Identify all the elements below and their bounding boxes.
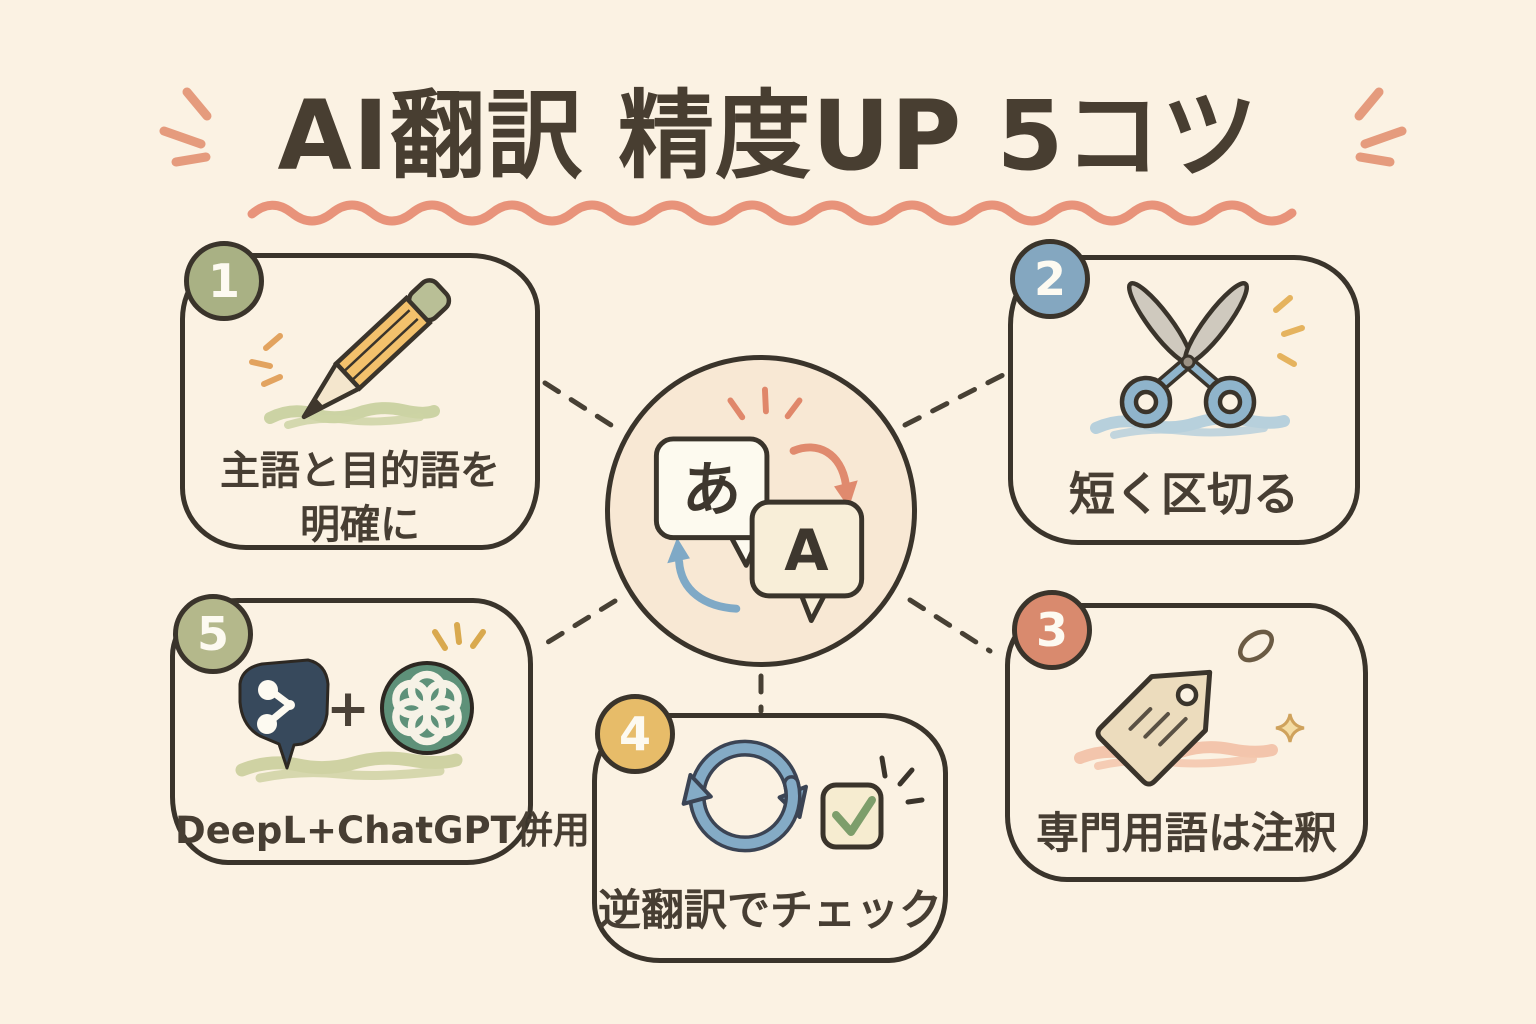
target-character: A bbox=[784, 518, 829, 584]
deepl-plus-chatgpt-icon: + bbox=[235, 622, 486, 783]
tag-string-loop bbox=[1238, 629, 1274, 663]
scissors-pivot-screw bbox=[1180, 354, 1196, 370]
translation-bubbles-icon: あ A bbox=[653, 386, 865, 624]
tip1-number-badge: 1 bbox=[184, 241, 264, 321]
tip4-number-badge: 4 bbox=[595, 694, 675, 774]
translate-arrow-back bbox=[667, 537, 741, 613]
connector-lines bbox=[537, 371, 1008, 714]
scissors-icon bbox=[1090, 281, 1305, 439]
pencil-sparkles bbox=[249, 333, 283, 387]
connector-center-to-tip2 bbox=[902, 371, 1008, 428]
scissors-handles bbox=[1119, 355, 1257, 429]
tip1-label-line1: 主語と目的語を bbox=[220, 448, 500, 494]
emphasis-rays bbox=[727, 386, 803, 421]
cycle-arrows-icon bbox=[681, 739, 808, 853]
tag-body-group bbox=[1095, 669, 1213, 787]
checkbox-icon bbox=[820, 782, 884, 850]
tip2-number-badge: 2 bbox=[1010, 239, 1090, 319]
tip4-number: 4 bbox=[618, 707, 651, 761]
tip1-number: 1 bbox=[207, 254, 240, 308]
center-translation-circle: あ A bbox=[605, 355, 917, 667]
source-character: あ bbox=[682, 455, 741, 524]
scissors-sparkles bbox=[1273, 295, 1305, 367]
tip5-number: 5 bbox=[196, 607, 229, 661]
deepl-icon bbox=[238, 658, 330, 770]
tip2-number: 2 bbox=[1033, 252, 1066, 306]
tag-sparkle-star bbox=[1275, 713, 1305, 743]
tip3-number-badge: 3 bbox=[1012, 590, 1092, 670]
checkbox-sparkles bbox=[879, 755, 925, 805]
speech-bubble-target: A bbox=[749, 499, 865, 624]
chatgpt-sparkles bbox=[432, 622, 486, 651]
tip4-label: 逆翻訳でチェック bbox=[598, 886, 942, 936]
tip3-number: 3 bbox=[1035, 603, 1068, 657]
speech-bubble-source: あ bbox=[653, 436, 770, 568]
pencil-scribble bbox=[264, 402, 440, 424]
price-tag-icon bbox=[1074, 629, 1305, 787]
tip2-label: 短く区切る bbox=[1069, 467, 1299, 521]
tip5-label: DeepL+ChatGPT併用 bbox=[175, 809, 590, 852]
chatgpt-icon bbox=[380, 661, 474, 755]
back-translation-check-icon bbox=[681, 739, 925, 853]
connector-center-to-tip3 bbox=[907, 597, 993, 654]
pencil-icon bbox=[249, 278, 452, 429]
logos-scribble bbox=[235, 751, 463, 777]
tip1-label-line2: 明確に bbox=[300, 502, 420, 548]
connector-center-to-tip5 bbox=[537, 598, 618, 650]
title-accent-right bbox=[1354, 87, 1407, 167]
connector-center-to-tip1 bbox=[542, 380, 625, 435]
tip3-label: 専門用語は注釈 bbox=[1036, 809, 1337, 859]
pencil-body-group bbox=[301, 278, 452, 420]
title-accent-left bbox=[159, 87, 212, 167]
plus-sign: + bbox=[326, 679, 370, 739]
tip5-number-badge: 5 bbox=[173, 594, 253, 674]
title-underline-squiggle bbox=[247, 200, 1297, 226]
infographic-title: AI翻訳 精度UP 5コツ bbox=[277, 80, 1259, 192]
translate-arrow-forward bbox=[789, 443, 858, 509]
